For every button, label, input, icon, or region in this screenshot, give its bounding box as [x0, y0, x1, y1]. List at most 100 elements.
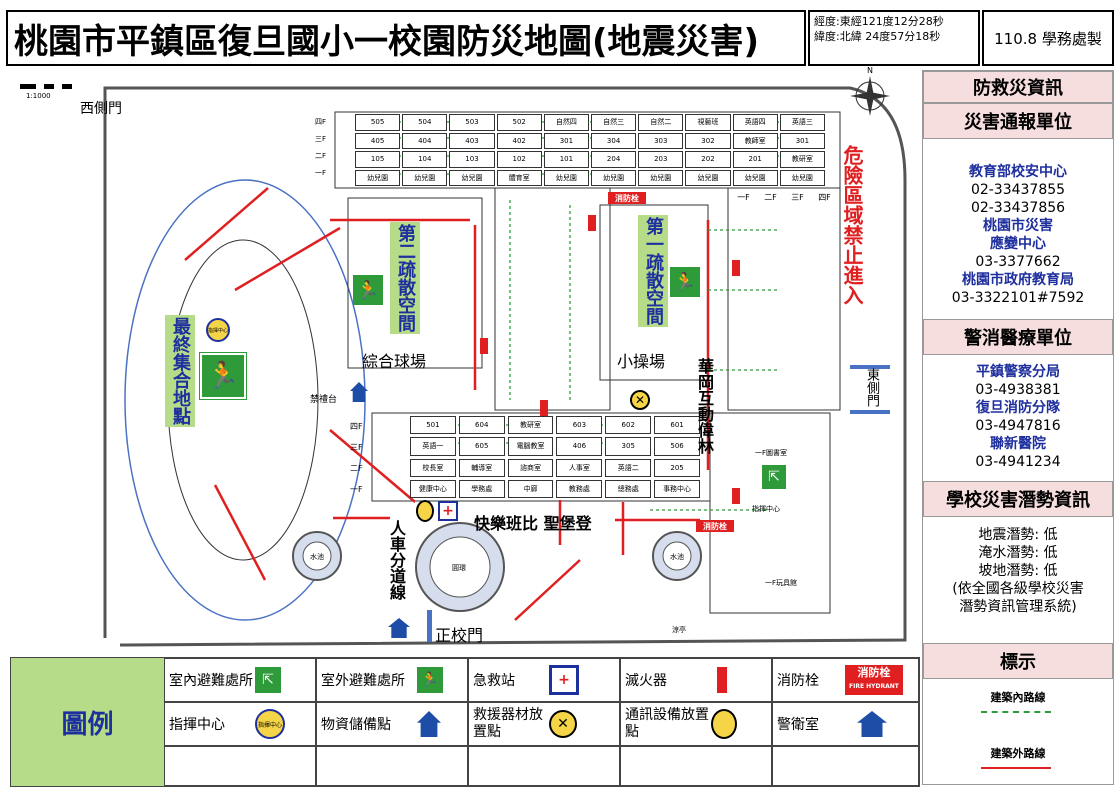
room-cell: 自然三 — [591, 114, 637, 131]
floor-3f: 三F — [791, 193, 804, 202]
room-cell: 102 — [496, 151, 542, 168]
room-cell: 304 — [591, 132, 637, 149]
room-cell: 301 — [779, 132, 825, 149]
legend-label: 急救站 — [473, 673, 515, 689]
legend-hydrant: 消防栓 消防栓 FIRE HYDRANT — [772, 658, 919, 702]
guard-icon — [857, 711, 887, 737]
room-cell: 405 — [355, 132, 401, 149]
contact-line: 坡地潛勢: 低 — [978, 563, 1058, 579]
contact-line: 復旦消防分隊 — [976, 400, 1060, 416]
contact-line: 03-4941234 — [975, 454, 1061, 470]
contact-line: 應變中心 — [990, 236, 1046, 252]
room-cell: 自然二 — [638, 114, 684, 131]
final-assembly-label: 最終集合地點 — [165, 315, 195, 427]
legend-indoor-refuge: 室內避難處所 ⇱ — [164, 658, 316, 702]
outdoor-refuge-icon: 🏃 — [417, 667, 443, 693]
roundabout-label: 圓環 — [452, 564, 466, 572]
room-cell: 幼兒園 — [591, 169, 637, 186]
legend-label: 警衛室 — [777, 717, 819, 733]
north-label: N — [867, 66, 873, 75]
room-cell: 總務處 — [605, 479, 652, 498]
indoor-refuge-icon: ⇱ — [762, 465, 786, 489]
comm-equip-icon — [711, 709, 737, 739]
room-cell: 403 — [449, 132, 495, 149]
room-cell: 幼兒園 — [402, 169, 448, 186]
page-title: 桃園市平鎮區復旦國小一校園防災地圖(地震災害) — [6, 10, 806, 66]
supplies-icon — [417, 711, 441, 737]
extinguisher-icon — [540, 400, 548, 416]
main-gate-label: 正校門 — [435, 626, 484, 645]
room-cell: 英語三 — [779, 114, 825, 131]
contact-line: 02-33437856 — [970, 200, 1066, 216]
castle-label: 快樂班比 聖堡登 — [474, 514, 592, 533]
room-cell: 103 — [449, 151, 495, 168]
floor-2f: 二F — [350, 464, 363, 473]
pool-label: 水池 — [310, 553, 324, 561]
room-cell: 教研室 — [779, 151, 825, 168]
floor-1f: 一F — [315, 169, 327, 177]
floor-4f: 四F — [350, 422, 363, 431]
contact-line: 桃園市政府教育局 — [962, 272, 1074, 288]
room-cell: 605 — [458, 437, 505, 456]
room-cell: 幼兒園 — [685, 169, 731, 186]
cmd-center-room-label: 指揮中心 — [752, 505, 780, 513]
right-floor-labels: 一F 二F 三F 四F — [730, 192, 838, 203]
contact-line: 淹水潛勢: 低 — [978, 545, 1058, 561]
contact-line: (依全國各級學校災害 — [952, 581, 1084, 597]
room-cell: 404 — [402, 132, 448, 149]
floor-3f: 三F — [350, 443, 363, 452]
hydrant-badge-sub: FIRE HYDRANT — [849, 683, 899, 690]
room-cell: 體育室 — [496, 169, 542, 186]
outdoor-refuge-icon: 🏃 — [353, 275, 383, 305]
indoor-route-label: 建築內路線 — [990, 691, 1046, 704]
floor-2f: 二F — [315, 152, 327, 160]
legend-supplies: 物資儲備點 — [316, 702, 468, 746]
legend-label: 通訊設備放置點 — [625, 707, 709, 740]
legend-empty — [772, 746, 919, 786]
room-cell: 104 — [402, 151, 448, 168]
coordinates: 經度:東經121度12分28秒 緯度:北緯 24度57分18秒 — [808, 10, 980, 66]
legend-label: 救援器材放置點 — [473, 707, 543, 740]
legend-empty — [620, 746, 772, 786]
room-cell: 幼兒園 — [543, 169, 589, 186]
room-cell: 201 — [732, 151, 778, 168]
floor-4f: 四F — [315, 118, 327, 126]
extinguisher-icon — [480, 338, 488, 354]
extinguisher-icon — [732, 488, 740, 504]
hydrant-icon: 消防栓 FIRE HYDRANT — [845, 665, 903, 695]
top-floor-labels: 四F 三F 二F 一F — [315, 114, 335, 182]
interactive-wall-label: 華岡互動偉林 — [695, 358, 714, 454]
version-label: 110.8 學務處製 — [982, 10, 1114, 66]
legend-extinguisher: 滅火器 — [620, 658, 772, 702]
extinguisher-icon — [717, 667, 727, 693]
room-cell: 教研室 — [507, 416, 554, 435]
legend-rescue-equip: 救援器材放置點 ✕ — [468, 702, 620, 746]
legend-outdoor-refuge: 室外避難處所 🏃 — [316, 658, 468, 702]
room-cell: 305 — [605, 437, 652, 456]
report-title: 災害通報單位 — [923, 103, 1113, 139]
room-cell: 英語四 — [732, 114, 778, 131]
west-gate-label: 西側門 — [80, 101, 122, 117]
room-cell: 204 — [591, 151, 637, 168]
room-cell: 校長室 — [410, 458, 456, 477]
room-cell: 604 — [458, 416, 505, 435]
police-title: 警消醫療單位 — [923, 319, 1113, 355]
legend-first-aid: 急救站 + — [468, 658, 620, 702]
floor-1f: 一F — [737, 193, 750, 202]
contact-line: 03-4938381 — [975, 382, 1061, 398]
legend-label: 指揮中心 — [169, 717, 225, 733]
legend-label: 消防栓 — [777, 673, 819, 689]
room-cell: 幼兒園 — [449, 169, 495, 186]
hydrant-icon: 消防栓 — [608, 192, 646, 204]
legend-command: 指揮中心 指揮中心 — [164, 702, 316, 746]
room-cell: 105 — [355, 151, 401, 168]
floor-1f: 一F — [350, 485, 363, 494]
floor-3f: 三F — [315, 135, 327, 143]
room-cell: 英語一 — [410, 437, 456, 456]
evac-space-1-label: 第一疏散空間 — [638, 215, 668, 327]
floor-2f: 二F — [764, 193, 777, 202]
potential-title: 學校災害潛勢資訊 — [923, 481, 1113, 517]
first-aid-icon: + — [438, 501, 458, 521]
